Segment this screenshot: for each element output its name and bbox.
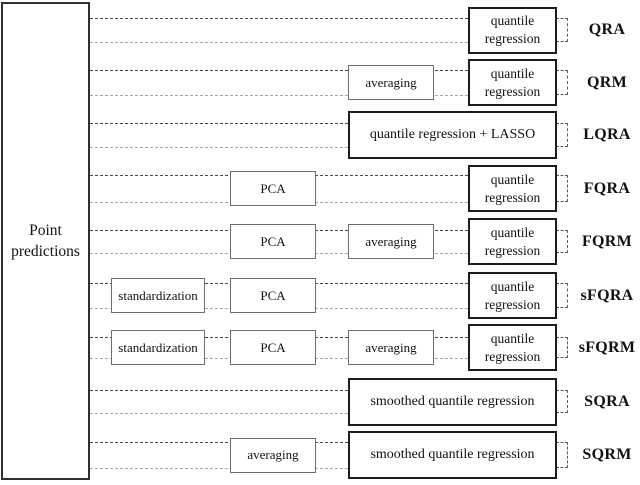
box-label: quantile regression — [484, 224, 541, 258]
box-label: standardization — [118, 287, 198, 303]
method-label-fqra: FQRA — [583, 179, 631, 197]
method-label-sqrm: SQRM — [582, 446, 632, 463]
box-label: averaging — [365, 339, 417, 355]
box-label: PCA — [260, 180, 286, 196]
box-label: averaging — [365, 233, 417, 249]
connector-line-light-sqra — [90, 413, 348, 414]
output-bracket-qrm — [556, 70, 568, 95]
connector-line-light-qrm — [90, 95, 468, 96]
box-label: PCA — [260, 339, 286, 355]
method-label-fqrm: FQRM — [581, 232, 633, 250]
connector-line-dark-qra — [90, 18, 468, 19]
output-bracket-fqra — [556, 175, 568, 202]
box-label: quantile regression — [484, 278, 541, 312]
output-bracket-sfqrm — [556, 337, 568, 358]
box-standardization-sfqra: standardization — [111, 278, 205, 313]
box-quantile-regression-lasso-lqra: quantile regression + LASSO — [348, 111, 557, 159]
box-label: averaging — [365, 74, 417, 90]
box-standardization-sfqrm: standardization — [111, 330, 205, 365]
method-label-sqra: SQRA — [584, 392, 630, 410]
output-bracket-fqrm — [556, 230, 568, 253]
output-bracket-sfqra — [556, 283, 568, 308]
box-pca-sfqrm: PCA — [230, 330, 316, 365]
box-pca-fqra: PCA — [230, 171, 316, 206]
connector-line-light-lqra — [90, 147, 348, 148]
output-bracket-sqra — [556, 390, 568, 413]
point-predictions-label: Point predictions — [11, 222, 80, 260]
box-quantile-regression-qrm: quantile regression — [468, 59, 557, 106]
box-label: PCA — [260, 233, 286, 249]
box-label: PCA — [260, 287, 286, 303]
box-pca-sfqra: PCA — [230, 278, 316, 313]
box-quantile-regression-sfqrm: quantile regression — [468, 324, 557, 371]
connector-line-light-qra — [90, 42, 468, 43]
connector-line-dark-sqra — [90, 390, 348, 391]
box-smoothed-quantile-regression-sqra: smoothed quantile regression — [348, 377, 557, 426]
connector-line-dark-lqra — [90, 123, 348, 124]
output-bracket-lqra — [556, 123, 568, 147]
method-label-lqra: LQRA — [583, 126, 631, 143]
box-label: quantile regression + LASSO — [369, 127, 536, 142]
connector-line-light-sqrm — [90, 468, 348, 469]
box-averaging-sqrm: averaging — [230, 437, 316, 473]
box-smoothed-quantile-regression-sqrm: smoothed quantile regression — [348, 431, 557, 479]
box-quantile-regression-fqrm: quantile regression — [468, 218, 557, 265]
box-label: quantile regression — [484, 171, 541, 205]
method-label-sfqra: sFQRA — [580, 286, 634, 304]
box-averaging-fqrm: averaging — [348, 224, 434, 259]
box-quantile-regression-sfqra: quantile regression — [468, 272, 557, 319]
box-quantile-regression-qra: quantile regression — [468, 6, 557, 54]
box-label: quantile regression — [484, 330, 541, 364]
box-label: smoothed quantile regression — [370, 393, 535, 409]
box-averaging-qrm: averaging — [348, 65, 434, 100]
connector-line-dark-sqrm — [90, 442, 348, 443]
method-label-qra: QRA — [588, 21, 626, 38]
output-bracket-sqrm — [556, 442, 568, 468]
box-averaging-sfqrm: averaging — [348, 330, 434, 365]
box-label: quantile regression — [484, 65, 541, 99]
point-predictions-box: Point predictions — [1, 2, 90, 480]
output-bracket-qra — [556, 18, 568, 42]
connector-line-dark-qrm — [90, 70, 468, 71]
method-label-sfqrm: sFQRM — [578, 338, 636, 356]
box-label: standardization — [118, 339, 198, 355]
box-label: quantile regression — [484, 13, 541, 46]
box-pca-fqrm: PCA — [230, 224, 316, 259]
box-label: smoothed quantile regression — [370, 447, 535, 462]
box-label: averaging — [247, 447, 299, 462]
method-label-qrm: QRM — [586, 73, 627, 91]
box-quantile-regression-fqra: quantile regression — [468, 165, 557, 212]
